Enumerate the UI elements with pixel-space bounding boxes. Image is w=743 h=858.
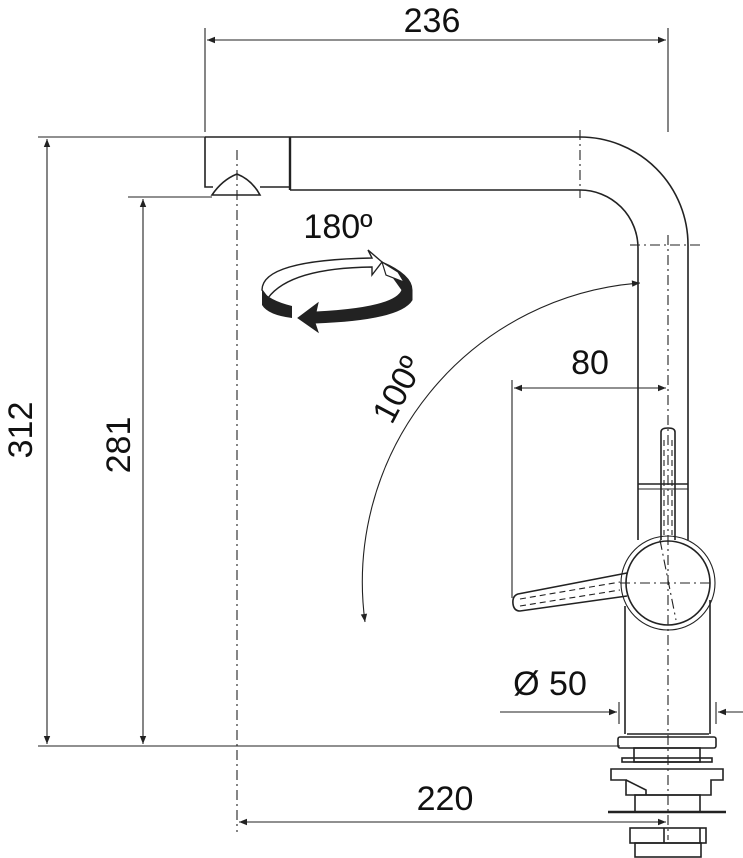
spout	[204, 130, 700, 840]
faucet-body	[608, 600, 726, 858]
dimension-label-diameter-50: Ø 50	[513, 665, 587, 703]
aerator-nozzle	[210, 173, 262, 196]
dimension-312: 312	[2, 136, 620, 747]
dimension-100: 100º	[360, 280, 641, 623]
dimension-281: 281	[100, 196, 212, 744]
swivel-arrow-icon: 180º	[261, 208, 413, 334]
dimension-220: 220	[236, 150, 666, 832]
dimension-label-80: 80	[571, 344, 609, 382]
dimension-236: 236	[204, 2, 669, 132]
dimension-label-281: 281	[100, 417, 138, 474]
dimension-label-236: 236	[404, 2, 461, 40]
dimension-label-100: 100º	[365, 350, 431, 429]
dimension-label-180: 180º	[303, 208, 372, 246]
lever-handle	[512, 427, 716, 631]
dimension-80: 80	[511, 344, 666, 598]
dimension-label-312: 312	[2, 402, 40, 459]
dimension-label-220: 220	[417, 780, 474, 818]
dimension-diameter-50: Ø 50	[500, 665, 743, 724]
